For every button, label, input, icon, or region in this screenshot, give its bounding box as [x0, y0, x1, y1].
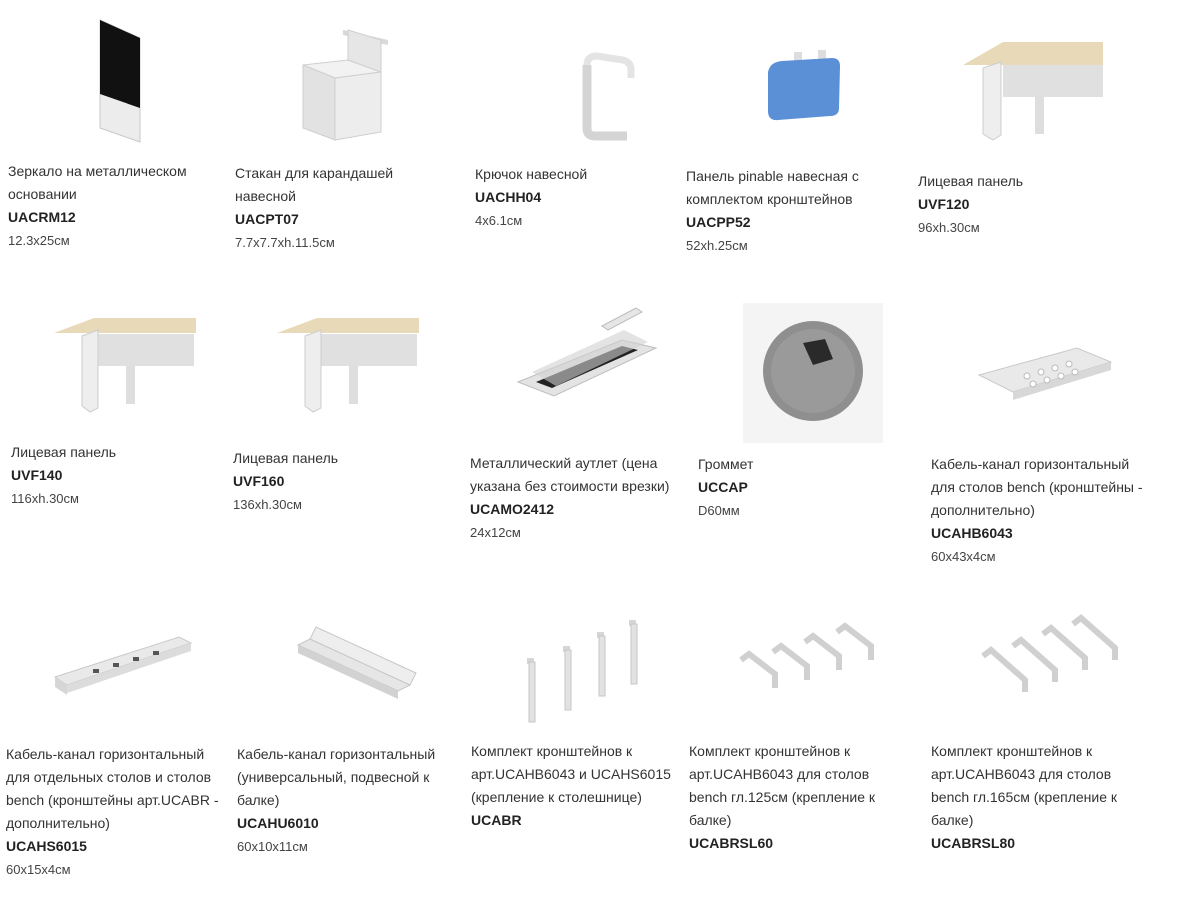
product-name: Кабель-канал горизонтальный для столов b…	[931, 456, 1143, 518]
cable-tray-icon[interactable]	[975, 330, 1193, 420]
product-size: 12.3x25см	[8, 233, 70, 248]
product-size: 60x43x4см	[931, 549, 996, 564]
product-code: UCAMO2412	[470, 501, 555, 517]
metal-outlet-icon[interactable]	[512, 300, 742, 415]
product-card-8[interactable]: Громмет UCCAP D60мм	[698, 303, 928, 518]
product-name: Лицевая панель	[11, 444, 117, 460]
product-name: Громмет	[698, 456, 754, 472]
product-name: Комплект кронштейнов к арт.UCAHB6043 для…	[689, 743, 876, 828]
product-size: 60x10x11см	[237, 839, 308, 854]
brackets-vertical-icon[interactable]	[519, 610, 749, 725]
product-size: 116xh.30см	[11, 491, 79, 506]
product-card-9[interactable]: Кабель-канал горизонтальный для столов b…	[931, 330, 1161, 564]
product-name: Панель pinable навесная с комплектом кро…	[686, 168, 859, 207]
modesty-panel-icon[interactable]	[54, 308, 284, 433]
product-code: UACPP52	[686, 214, 751, 230]
product-card-5[interactable]: Лицевая панель UVF140 116xh.30см	[11, 308, 241, 506]
brackets-angled-icon[interactable]	[975, 610, 1193, 720]
modesty-panel-icon[interactable]	[963, 10, 1193, 160]
product-code: UCAHS6015	[6, 838, 87, 854]
product-card-10[interactable]: Кабель-канал горизонтальный для отдельны…	[6, 615, 236, 877]
product-code: UCABRSL60	[689, 835, 774, 851]
product-name: Лицевая панель	[233, 450, 339, 466]
product-size: 24x12см	[470, 525, 521, 540]
product-size: D60мм	[698, 503, 740, 518]
product-card-6[interactable]: Лицевая панель UVF160 136xh.30см	[233, 308, 463, 512]
product-code: UCABR	[471, 812, 522, 828]
product-name: Стакан для карандашей навесной	[235, 165, 394, 204]
product-code: UVF160	[233, 473, 285, 489]
product-size: 4x6.1см	[475, 213, 523, 228]
product-code: UCAHU6010	[237, 815, 319, 831]
product-card-7[interactable]: Металлический аутлет (цена указана без с…	[470, 300, 700, 540]
product-card-11[interactable]: Кабель-канал горизонтальный (универсальн…	[237, 615, 467, 854]
hook-icon[interactable]	[547, 10, 777, 150]
product-name: Кабель-канал горизонтальный для отдельны…	[6, 746, 219, 831]
product-name: Металлический аутлет (цена указана без с…	[470, 455, 670, 494]
product-card-0[interactable]: Зеркало на металлическом основании UACRM…	[8, 10, 238, 248]
pinboard-panel-icon[interactable]	[760, 10, 990, 140]
product-name: Комплект кронштейнов к арт.UCAHB6043 и U…	[471, 743, 671, 805]
product-size: 7.7x7.7xh.11.5см	[235, 235, 335, 250]
product-size: 60x15x4см	[6, 862, 71, 877]
brackets-angled-icon[interactable]	[731, 610, 961, 720]
product-name: Кабель-канал горизонтальный (универсальн…	[237, 746, 436, 808]
product-name: Зеркало на металлическом основании	[8, 163, 187, 202]
product-code: UVF120	[918, 196, 970, 212]
product-name: Крючок навесной	[475, 166, 588, 182]
product-size: 96xh.30см	[918, 220, 980, 235]
grommet-icon[interactable]	[743, 303, 973, 443]
product-card-12[interactable]: Комплект кронштейнов к арт.UCAHB6043 и U…	[471, 610, 701, 828]
product-card-3[interactable]: Панель pinable навесная с комплектом кро…	[686, 10, 916, 253]
product-name: Лицевая панель	[918, 173, 1024, 189]
product-card-1[interactable]: Стакан для карандашей навесной UACPT07 7…	[235, 10, 465, 250]
mirror-panel-icon[interactable]	[88, 10, 318, 150]
product-code: UACHH04	[475, 189, 542, 205]
product-code: UCABRSL80	[931, 835, 1016, 851]
product-code: UCAHB6043	[931, 525, 1013, 541]
cable-tray-hanging-icon[interactable]	[292, 615, 522, 715]
product-code: UACPT07	[235, 211, 299, 227]
product-card-2[interactable]: Крючок навесной UACHH04 4x6.1см	[475, 10, 705, 228]
product-code: UVF140	[11, 467, 63, 483]
product-card-13[interactable]: Комплект кронштейнов к арт.UCAHB6043 для…	[689, 610, 919, 851]
product-name: Комплект кронштейнов к арт.UCAHB6043 для…	[931, 743, 1118, 828]
pencil-cup-icon[interactable]	[293, 10, 523, 150]
product-card-14[interactable]: Комплект кронштейнов к арт.UCAHB6043 для…	[931, 610, 1161, 851]
product-code: UACRM12	[8, 209, 76, 225]
product-code: UCCAP	[698, 479, 748, 495]
modesty-panel-icon[interactable]	[277, 308, 507, 433]
product-card-4[interactable]: Лицевая панель UVF120 96xh.30см	[918, 10, 1148, 235]
product-size: 52xh.25см	[686, 238, 748, 253]
product-size: 136xh.30см	[233, 497, 302, 512]
cable-tray-narrow-icon[interactable]	[51, 615, 281, 715]
